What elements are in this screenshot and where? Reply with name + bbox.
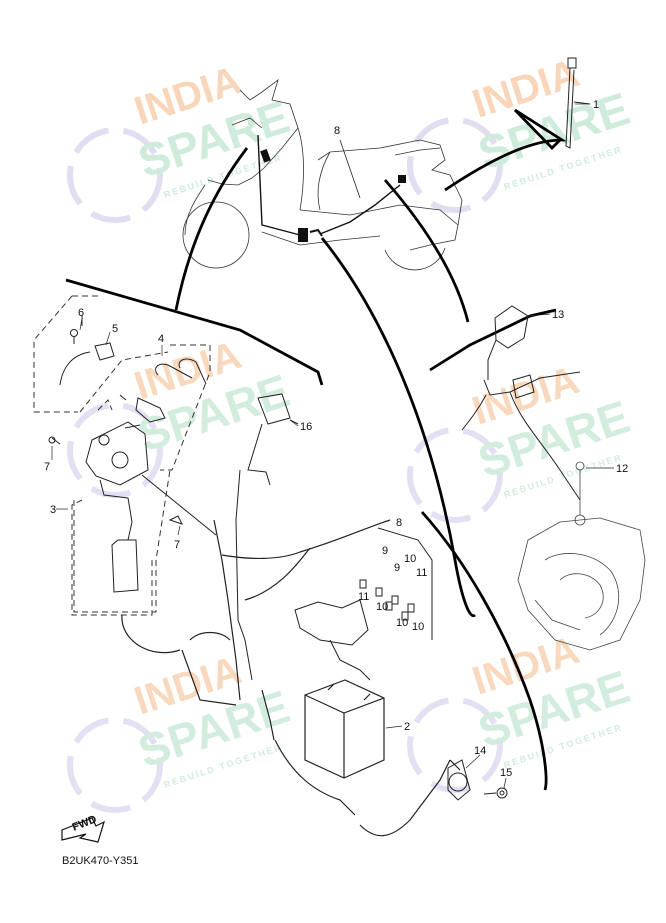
callout-11b: 11 bbox=[358, 591, 369, 603]
callout-8b: 8 bbox=[396, 517, 402, 529]
watermark-bottom-left: INDIA SPARE REBUILD TOGETHER bbox=[67, 648, 296, 813]
callout-11a: 11 bbox=[416, 567, 427, 579]
battery-part bbox=[304, 679, 385, 779]
watermark-mid-right: INDIA SPARE REBUILD TOGETHER bbox=[407, 358, 636, 523]
section-boundaries bbox=[65, 108, 567, 791]
callout-labels: 1 2 3 4 5 6 7 7 8 8 9 9 10 10 10 10 11 1… bbox=[44, 99, 628, 779]
callout-15: 15 bbox=[500, 767, 512, 779]
callout-16: 16 bbox=[300, 421, 312, 433]
callout-4: 4 bbox=[158, 333, 164, 345]
callout-5: 5 bbox=[112, 323, 118, 335]
callout-14: 14 bbox=[474, 745, 486, 757]
keys-part bbox=[119, 358, 207, 423]
callout-8a: 8 bbox=[334, 125, 340, 137]
relay-part bbox=[235, 393, 299, 681]
watermark-top-right: INDIA SPARE REBUILD TOGETHER bbox=[407, 51, 636, 213]
callout-13: 13 bbox=[552, 309, 564, 321]
callout-6: 6 bbox=[78, 307, 84, 319]
callout-12: 12 bbox=[616, 463, 628, 475]
main-switch-part bbox=[48, 421, 217, 593]
callout-10c: 10 bbox=[396, 617, 408, 629]
main-switch-group bbox=[33, 295, 211, 616]
sensor-part bbox=[461, 305, 581, 501]
leader-lines bbox=[51, 103, 614, 789]
callout-7a: 7 bbox=[44, 461, 50, 473]
wire-harness-main bbox=[121, 519, 461, 837]
horn-part bbox=[447, 759, 508, 801]
watermark-mid-left: INDIA SPARE bbox=[67, 333, 296, 498]
fuse-box-part bbox=[294, 527, 433, 681]
wire-harness-top bbox=[257, 134, 406, 242]
diagram-code: B2UK470-Y351 bbox=[62, 855, 138, 867]
watermark-top-left: INDIA SPARE REBUILD TOGETHER bbox=[67, 58, 296, 223]
callout-10d: 10 bbox=[412, 621, 424, 633]
engine-outline bbox=[517, 461, 646, 651]
callout-9b: 9 bbox=[394, 562, 400, 574]
callout-10a: 10 bbox=[404, 553, 416, 565]
watermark-bottom-right: INDIA SPARE REBUILD TOGETHER bbox=[407, 628, 636, 793]
callout-2: 2 bbox=[404, 721, 410, 733]
callout-9a: 9 bbox=[382, 545, 388, 557]
callout-1: 1 bbox=[593, 99, 599, 111]
callout-7b: 7 bbox=[174, 539, 180, 551]
svg-text:FWD: FWD bbox=[71, 813, 99, 834]
forward-arrow-icon: FWD bbox=[61, 813, 105, 843]
callout-10b: 10 bbox=[376, 601, 388, 613]
callout-3: 3 bbox=[50, 504, 56, 516]
cover-part bbox=[59, 315, 115, 386]
